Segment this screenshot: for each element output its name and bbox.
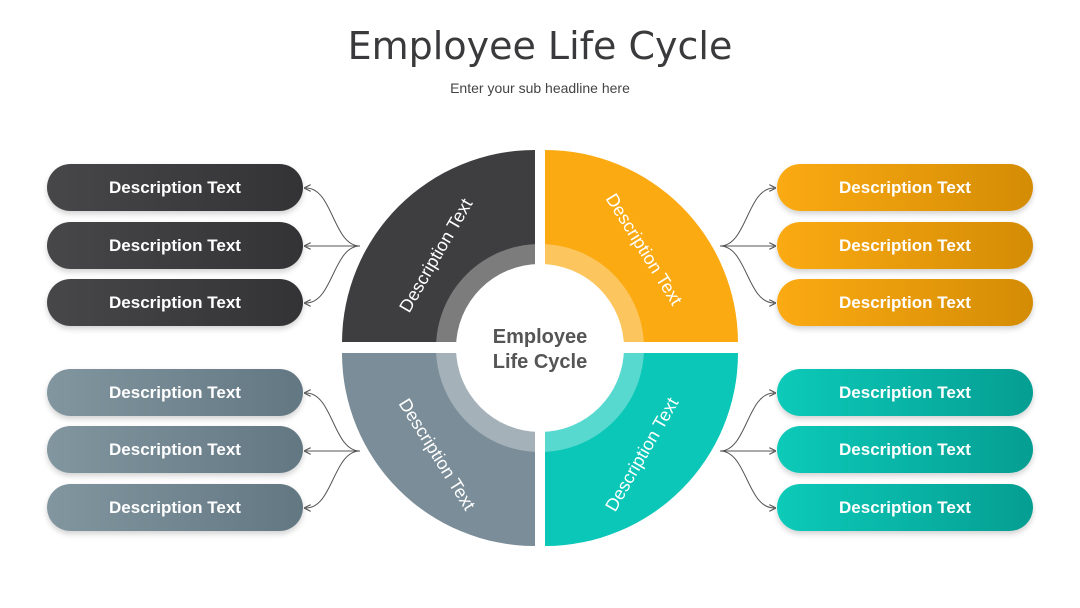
connector-arrow-bottom-left-3 — [306, 450, 361, 508]
connector-arrow-top-left-3 — [306, 245, 361, 303]
description-pill-bottom-left-1: Description Text — [47, 369, 303, 416]
connector-arrow-bottom-right-1 — [719, 393, 774, 452]
page-title: Employee Life Cycle — [347, 24, 733, 68]
description-pill-top-left-1: Description Text — [47, 164, 303, 211]
center-circle — [456, 264, 624, 432]
description-pill-bottom-left-2: Description Text — [47, 426, 303, 473]
page-subtitle: Enter your sub headline here — [450, 80, 630, 96]
connector-arrow-bottom-right-3 — [719, 450, 774, 508]
description-pill-bottom-left-3: Description Text — [47, 484, 303, 531]
description-pill-top-left-3: Description Text — [47, 279, 303, 326]
description-pill-top-right-1: Description Text — [777, 164, 1033, 211]
connector-arrow-top-right-1 — [719, 188, 774, 247]
connector-arrow-top-right-3 — [719, 245, 774, 303]
description-pill-top-right-2: Description Text — [777, 222, 1033, 269]
description-pill-top-left-2: Description Text — [47, 222, 303, 269]
description-pill-top-right-3: Description Text — [777, 279, 1033, 326]
connector-arrow-top-left-1 — [306, 188, 361, 247]
description-pill-bottom-right-2: Description Text — [777, 426, 1033, 473]
description-pill-bottom-right-3: Description Text — [777, 484, 1033, 531]
center-label-line1: Employee — [493, 326, 587, 348]
connector-arrow-bottom-left-1 — [306, 393, 361, 452]
connector-group — [306, 188, 774, 508]
description-pill-bottom-right-1: Description Text — [777, 369, 1033, 416]
center-label-line2: Life Cycle — [493, 351, 587, 373]
